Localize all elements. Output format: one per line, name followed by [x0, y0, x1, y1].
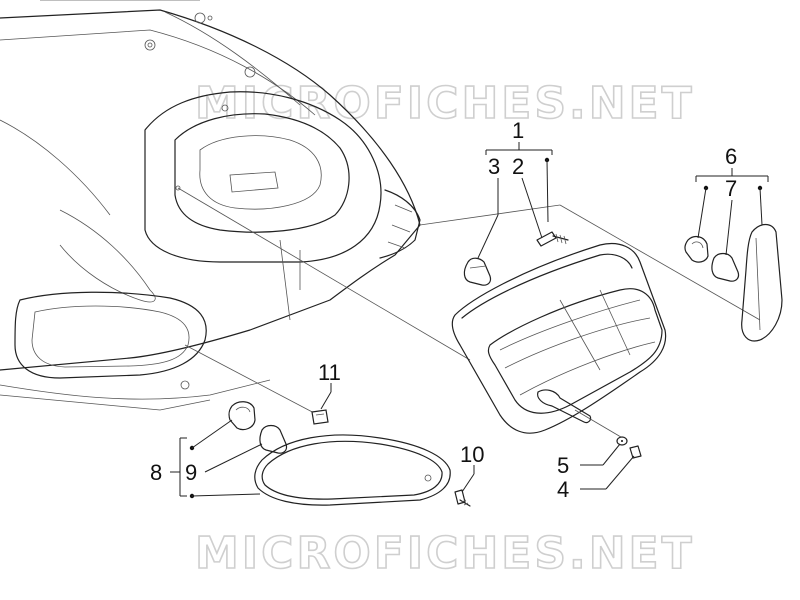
callout-1: 1 [512, 118, 524, 143]
callout-7: 7 [725, 176, 737, 201]
callout-2: 2 [512, 154, 524, 179]
callout-10: 10 [460, 442, 484, 467]
callout-8: 8 [150, 460, 162, 485]
bulb-part-3 [463, 257, 492, 286]
scooter-rear-body [0, 0, 421, 411]
screw-part-4 [629, 445, 642, 459]
callout-4: 4 [557, 477, 569, 502]
screw-part-2 [536, 231, 569, 247]
bulb-socket-part-9 [228, 401, 256, 431]
watermark-bottom: MICROFICHES.NET [195, 528, 695, 579]
callout-11: 11 [318, 360, 341, 385]
leader-lines [170, 142, 769, 499]
bulb-part-9 [259, 424, 288, 454]
bulb-socket-part-7 [684, 235, 709, 263]
bulb-part-7 [711, 252, 740, 282]
clip-part-11 [311, 409, 329, 425]
callout-3: 3 [488, 154, 500, 179]
callout-6: 6 [725, 144, 737, 169]
callout-9: 9 [185, 460, 197, 485]
callout-5: 5 [557, 453, 569, 478]
screw-part-10 [454, 489, 471, 507]
side-reflector-part-6 [741, 223, 783, 342]
watermark-top: MICROFICHES.NET [195, 78, 695, 129]
washer-part-5 [616, 436, 628, 446]
tail-light-housing [451, 242, 667, 441]
lower-lens-part-8 [254, 434, 451, 506]
